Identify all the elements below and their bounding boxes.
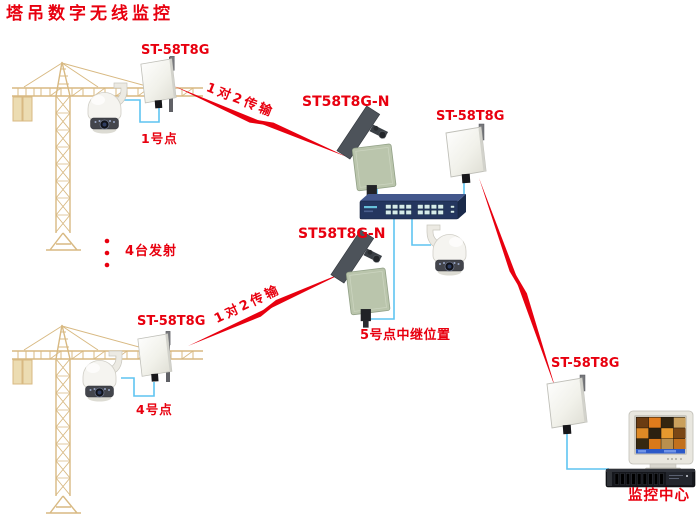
panel-antenna-center: [546, 374, 588, 435]
label-monitoring-center: 监控中心: [628, 488, 690, 504]
cable-switch-antn2: [367, 219, 395, 320]
relay-antenna-n1: [336, 105, 397, 205]
cable-antbr-center: [566, 434, 609, 470]
label-transmitters: 4台发射: [125, 244, 178, 259]
relay-antenna-n2: [330, 229, 391, 329]
panel-antenna-relay-out: [445, 123, 487, 184]
lightning-link-1: [174, 86, 347, 157]
ellipsis-dots: [104, 238, 110, 268]
tower-crane-2: [11, 324, 204, 514]
label-point1: 1号点: [141, 131, 178, 146]
switch-ports: [385, 204, 455, 215]
lightning-link-2: [188, 271, 347, 346]
label-point4: 4号点: [136, 402, 173, 417]
cable-camera1-antenna1: [123, 99, 160, 123]
label-relay-point: 5号点中继位置: [360, 328, 451, 343]
label-relay-antenna-n2: ST58T8G-N: [298, 226, 386, 242]
camera-feed-thumbnails: [636, 417, 686, 450]
screen-taskbar: [636, 449, 685, 454]
network-switch: [359, 194, 466, 220]
label-antenna-point4: ST-58T8G: [137, 314, 206, 329]
wireless-links: [174, 86, 556, 390]
dvr-server: [605, 468, 696, 488]
cable-camera4-antenna4: [121, 377, 155, 397]
ptz-camera-relay: [426, 224, 467, 276]
monitoring-center-workstation: [605, 410, 696, 488]
lightning-link-3: [479, 178, 556, 390]
page-title: 塔吊数字无线监控: [6, 4, 174, 24]
label-relay-antenna-out: ST-58T8G: [436, 109, 505, 124]
cable-switch-relaycamera: [411, 219, 431, 246]
label-relay-antenna-n1: ST58T8G-N: [302, 94, 390, 110]
label-antenna-center: ST-58T8G: [551, 356, 620, 371]
label-antenna-point1: ST-58T8G: [141, 43, 210, 58]
